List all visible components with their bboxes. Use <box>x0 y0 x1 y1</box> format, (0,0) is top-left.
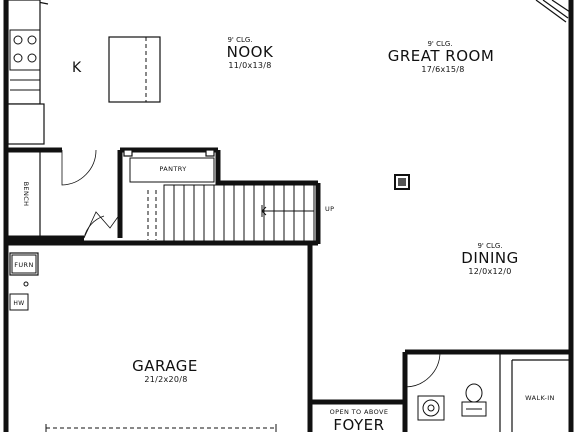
burner-icon <box>27 35 37 45</box>
garage-dims: 21/2x20/8 <box>144 375 187 384</box>
furnace-inner <box>11 254 37 274</box>
furnace-label: FURN <box>14 261 33 269</box>
fridge <box>7 103 45 145</box>
nook-name: NOOK <box>227 43 274 61</box>
bay-window-right-inner <box>542 0 569 19</box>
cooktop <box>9 29 41 71</box>
burner-icon <box>13 53 23 63</box>
staircase <box>147 184 317 242</box>
great-room-ceiling: 9' CLG. <box>427 40 452 48</box>
kitchen-label: K <box>72 60 82 76</box>
water-heater-label: HW <box>13 300 24 307</box>
nook-ceiling: 9' CLG. <box>227 36 252 44</box>
toilet-bowl-icon <box>465 383 483 403</box>
toilet-tank-icon <box>461 401 487 417</box>
furnace-box <box>9 252 39 276</box>
great-room-name: GREAT ROOM <box>388 47 495 65</box>
powder-room <box>417 383 487 421</box>
walk-in-label: WALK-IN <box>525 394 555 402</box>
kitchen-island <box>108 36 161 103</box>
bifold-door <box>83 211 121 239</box>
doors <box>61 149 441 388</box>
bay-window-right-outer <box>551 0 571 13</box>
room-labels: 9' CLG. NOOK 11/0x13/8 9' CLG. GREAT ROO… <box>13 36 554 432</box>
sink-drain-icon <box>427 404 435 412</box>
pantry-shelves <box>123 149 215 183</box>
stair-arrow-icon <box>261 206 267 216</box>
kitchen-counter <box>7 0 45 145</box>
island <box>108 36 161 103</box>
counter-left <box>7 0 41 105</box>
great-room-dims: 17/6x15/8 <box>421 65 464 74</box>
foyer-note: OPEN TO ABOVE <box>330 408 389 416</box>
pantry-post <box>205 149 215 157</box>
burner-icon <box>13 35 23 45</box>
door-swing <box>83 215 105 239</box>
garage-name: GARAGE <box>132 357 198 375</box>
pantry-shelf <box>129 157 215 183</box>
burner-icon <box>27 53 37 63</box>
nook-dims: 11/0x13/8 <box>228 61 271 70</box>
walls <box>3 0 574 432</box>
pantry-label: PANTRY <box>159 165 186 173</box>
sink-icon <box>422 399 440 417</box>
door-swing <box>404 351 441 388</box>
water-heater-box <box>9 293 29 311</box>
bay-window-right <box>535 0 567 23</box>
floor-drain-icon <box>23 281 29 287</box>
stair-treads <box>173 185 315 241</box>
bench-label: BENCH <box>22 182 30 207</box>
dining-dims: 12/0x12/0 <box>468 267 511 276</box>
pantry-post <box>123 149 133 157</box>
vanity <box>417 395 445 421</box>
column-post-core <box>398 178 406 186</box>
foyer-name: FOYER <box>333 416 384 432</box>
stair-up-label: UP <box>325 205 334 213</box>
dining-name: DINING <box>461 249 518 267</box>
stair-run <box>163 184 317 242</box>
door-swing <box>61 149 97 186</box>
mechanical <box>9 252 39 311</box>
dining-ceiling: 9' CLG. <box>477 242 502 250</box>
